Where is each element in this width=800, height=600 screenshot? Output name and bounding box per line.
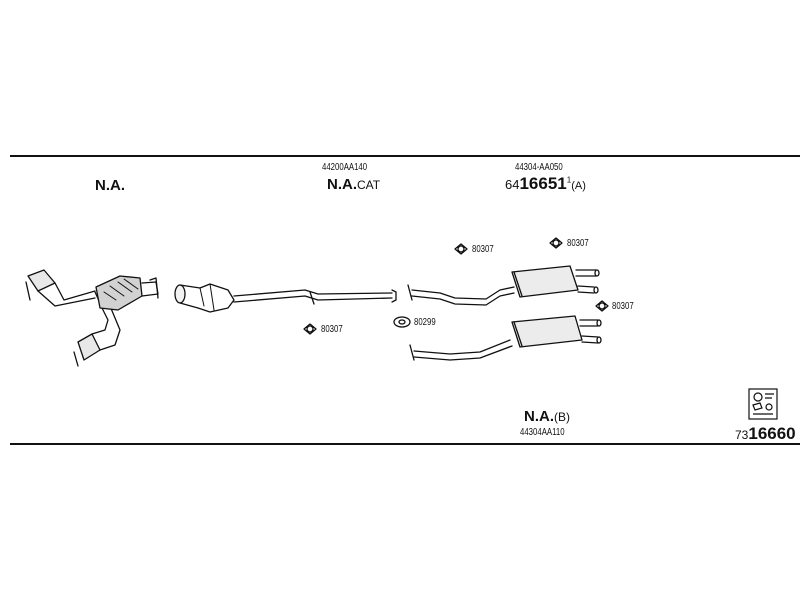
clamp-label-top-left: 80307 (472, 244, 494, 255)
clamp-icons (303, 237, 609, 335)
rear-article-number: 64166511(A) (505, 175, 586, 193)
top-rule (10, 155, 800, 157)
bottom-label-na: N.A. (524, 408, 554, 425)
rear-part-number: 44304-AA050 (515, 162, 563, 173)
front-catalyst (95, 275, 159, 311)
cat-part-number: 44200AA140 (322, 162, 368, 173)
bottom-part-number: 44304AA110 (520, 427, 565, 438)
clamp-label-mid: 80307 (321, 324, 343, 335)
rear-article-variant: (A) (571, 180, 586, 192)
kit-article-number: 7316660 (735, 425, 796, 443)
cat-label: N.A.CAT (327, 177, 380, 192)
kit-article-main: 16660 (748, 424, 796, 443)
kit-article-prefix: 73 (735, 428, 749, 442)
left-na-label: N.A. (95, 177, 125, 194)
kit-parts-icon (748, 388, 778, 420)
rear-article-mark: 1 (566, 175, 572, 185)
rear-article-main: 16651 (519, 174, 567, 193)
cat-pipe (174, 283, 397, 313)
rear-article-prefix: 64 (505, 177, 520, 192)
front-manifold-pipe (25, 269, 121, 367)
bottom-label-variant: (B) (554, 410, 570, 424)
bottom-rule (10, 443, 800, 445)
gasket-label: 80299 (414, 317, 436, 328)
cat-label-na: N.A. (327, 176, 357, 193)
upper-rear-silencer (407, 265, 600, 306)
clamp-label-right: 80307 (612, 301, 634, 312)
bottom-label: N.A.(B) (524, 409, 570, 424)
clamp-label-top-right: 80307 (567, 238, 589, 249)
cat-label-suffix: CAT (357, 178, 381, 192)
lower-rear-silencer (409, 315, 602, 361)
